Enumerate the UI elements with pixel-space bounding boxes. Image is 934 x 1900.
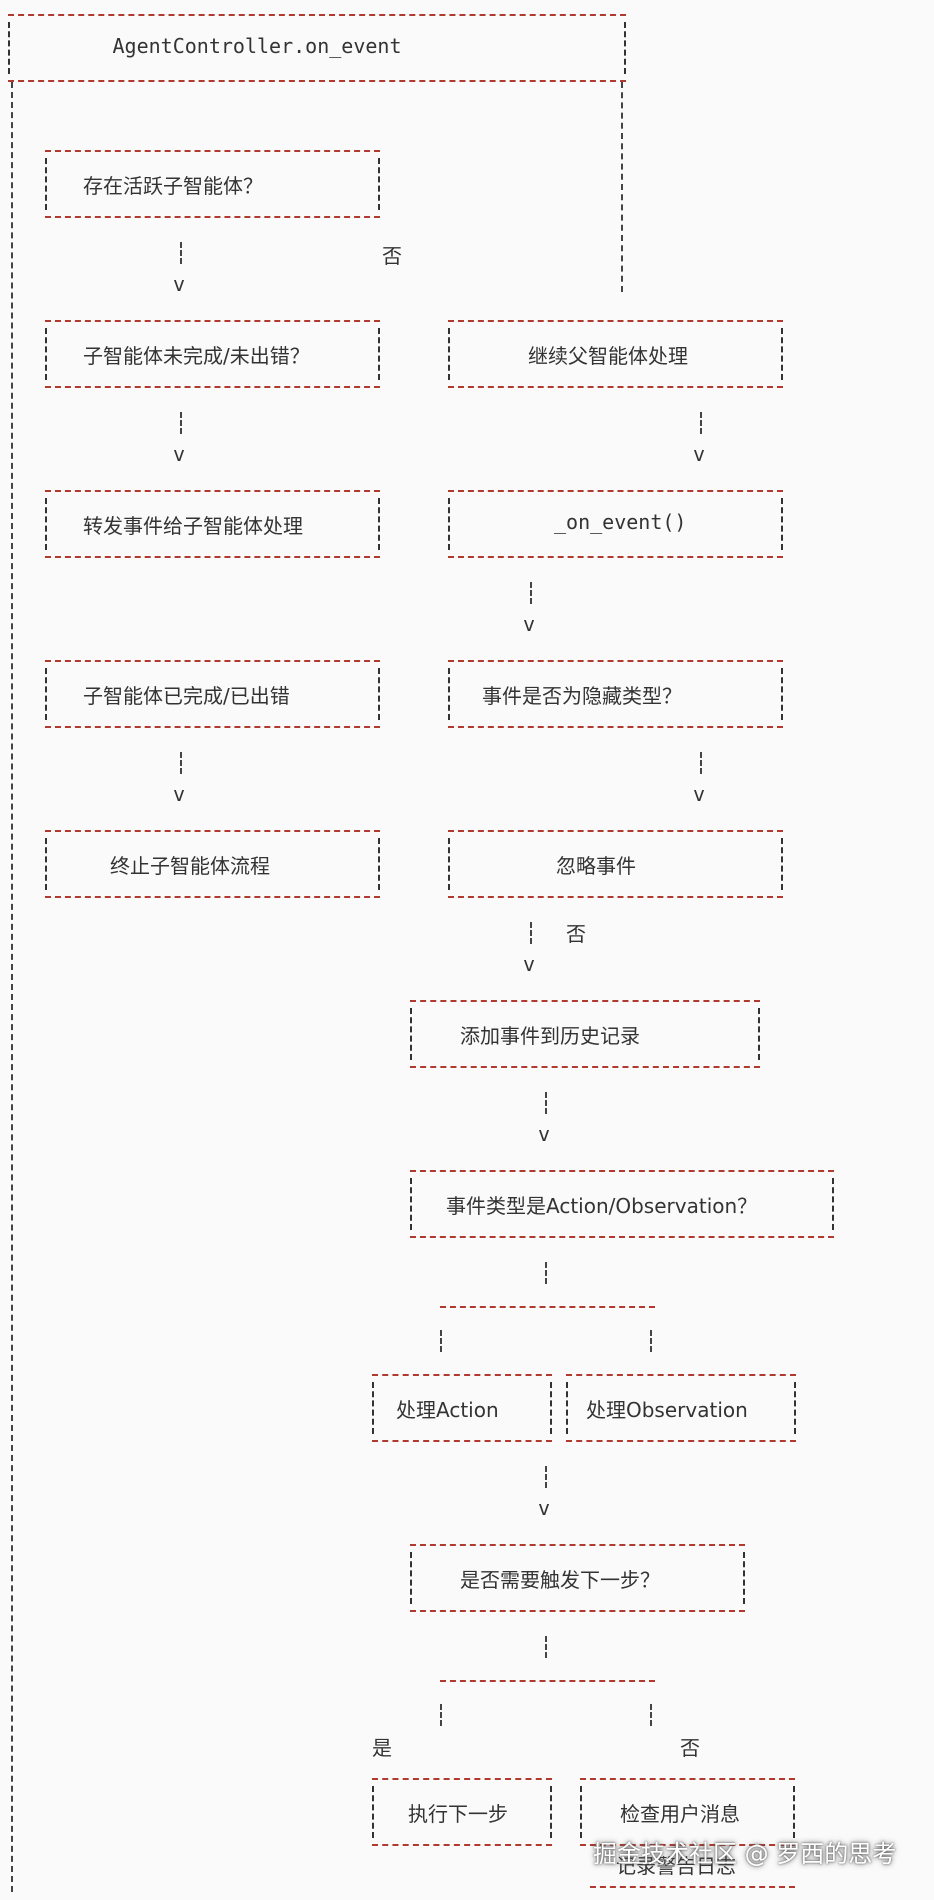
branch-split [440, 1680, 655, 1682]
bottom-edge [590, 1886, 795, 1888]
node-terminate-subagent: 终止子智能体流程 [45, 830, 380, 898]
right-trunk-line [621, 82, 623, 292]
edge-line [180, 242, 182, 264]
title-label: AgentController.on_event [112, 34, 402, 58]
arrow: v [538, 1496, 551, 1520]
node-forward-event: 转发事件给子智能体处理 [45, 490, 380, 558]
edge-label-no: 否 [382, 244, 402, 268]
node-need-next-step: 是否需要触发下一步？ [410, 1544, 745, 1612]
arrow: v [538, 1122, 551, 1146]
edge-line [530, 922, 532, 944]
node-handle-action: 处理Action [372, 1374, 552, 1442]
arrow: v [173, 782, 186, 806]
node-check-user-msg: 检查用户消息 [580, 1778, 795, 1846]
arrow: v [523, 612, 536, 636]
node-continue-parent: 继续父智能体处理 [448, 320, 783, 388]
arrow: v [523, 952, 536, 976]
node-inner-on-event: _on_event() [448, 490, 783, 558]
edge-line [180, 412, 182, 434]
arrow: v [173, 442, 186, 466]
node-add-history: 添加事件到历史记录 [410, 1000, 760, 1068]
edge-line [545, 1636, 547, 1658]
edge-label-no: 否 [566, 922, 586, 946]
edge-line [440, 1330, 442, 1352]
edge-line [545, 1466, 547, 1488]
arrow: v [693, 442, 706, 466]
title-box: AgentController.on_event [8, 14, 626, 82]
left-trunk-line [11, 82, 13, 1892]
branch-split [440, 1306, 655, 1308]
node-handle-observation: 处理Observation [566, 1374, 796, 1442]
edge-line [545, 1262, 547, 1284]
edge-line [700, 752, 702, 774]
partial-label: 记录警告日志 [616, 1854, 736, 1878]
edge-line [650, 1330, 652, 1352]
edge-line [650, 1704, 652, 1726]
edge-line [700, 412, 702, 434]
node-has-active-subagent: 存在活跃子智能体？ [45, 150, 380, 218]
node-ignore-event: 忽略事件 [448, 830, 783, 898]
node-subagent-running: 子智能体未完成/未出错？ [45, 320, 380, 388]
edge-label-yes: 是 [372, 1736, 392, 1760]
arrow: v [173, 272, 186, 296]
arrow: v [693, 782, 706, 806]
watermark-text: 掘金技术社区 @ 罗西的思考 [593, 1840, 897, 1868]
edge-line [440, 1704, 442, 1726]
node-is-hidden: 事件是否为隐藏类型？ [448, 660, 783, 728]
edge-line [180, 752, 182, 774]
node-do-next-step: 执行下一步 [372, 1778, 552, 1846]
edge-line [545, 1092, 547, 1114]
edge-line [530, 582, 532, 604]
edge-label-no: 否 [680, 1736, 700, 1760]
node-subagent-done: 子智能体已完成/已出错 [45, 660, 380, 728]
node-is-action-obs: 事件类型是Action/Observation？ [410, 1170, 834, 1238]
